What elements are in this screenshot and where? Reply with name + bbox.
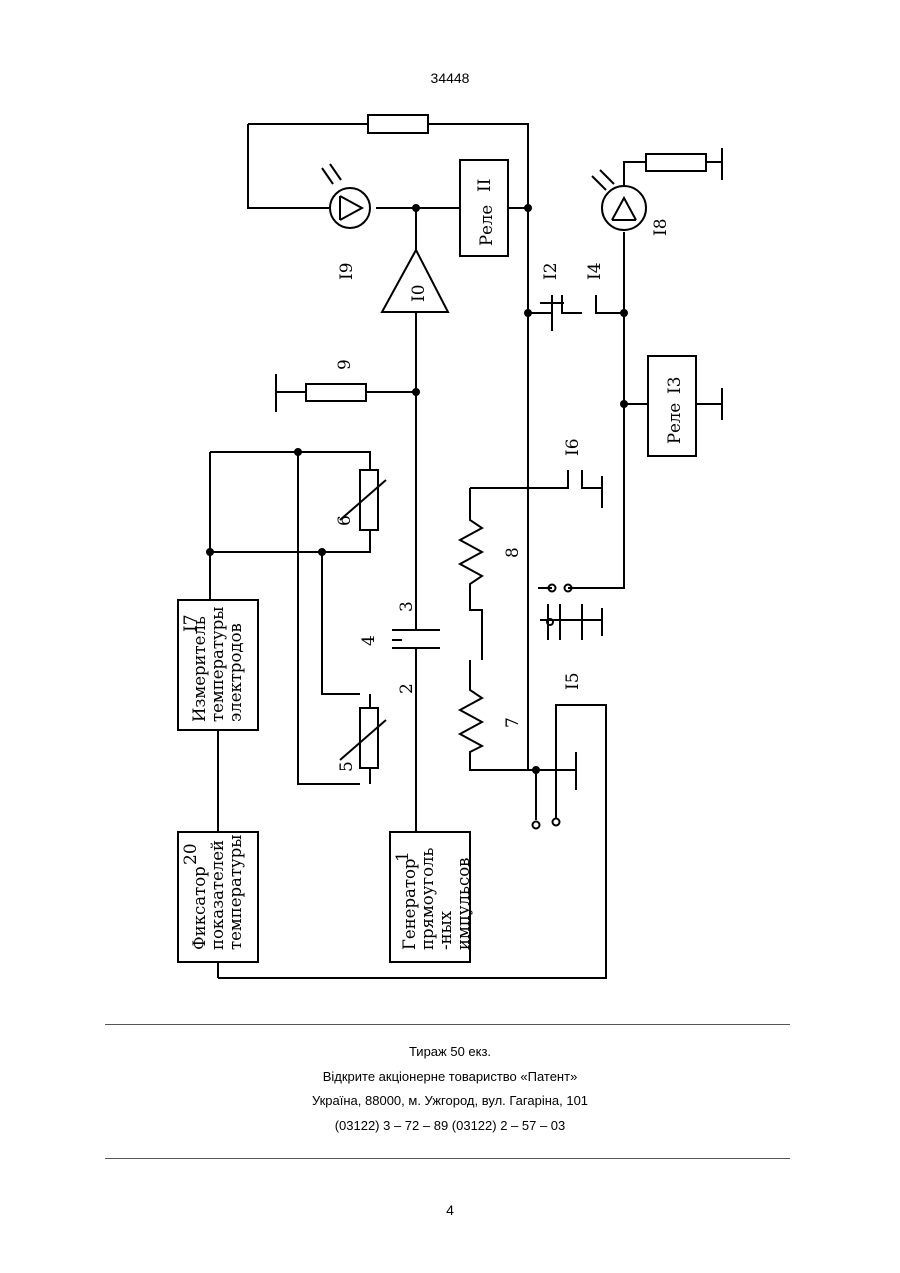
generator-line-4: импульсов	[454, 858, 473, 950]
fixator-line-1: Фиксатор	[190, 866, 209, 950]
ground-9	[276, 374, 306, 412]
meter-line-2: температуры	[208, 607, 227, 722]
node-dot	[319, 549, 325, 555]
resistor-top	[368, 115, 428, 133]
label-7: 7	[503, 717, 523, 728]
label-4: 4	[359, 635, 379, 646]
fixator-line-2: показателей	[208, 840, 227, 950]
label-9: 9	[335, 359, 355, 370]
divider-bottom	[105, 1158, 790, 1159]
node-dot	[295, 449, 301, 455]
relay-11-label: Реле	[477, 205, 496, 246]
terminal	[553, 819, 560, 826]
generator-line-2: прямоуголь	[418, 847, 437, 950]
generator-number: 1	[393, 851, 413, 862]
terminal	[533, 822, 540, 829]
fixator-line-3: температуры	[226, 835, 245, 950]
label-19: I9	[337, 262, 357, 280]
label-10: I0	[409, 284, 429, 302]
label-18: I8	[651, 218, 671, 236]
thermistor-5-arrow	[340, 720, 386, 760]
relay-13-number: I3	[665, 376, 685, 394]
label-16: I6	[563, 438, 583, 456]
label-5: 5	[337, 761, 357, 772]
divider-top	[105, 1024, 790, 1025]
label-14: I4	[585, 262, 605, 280]
generator-line-3: -ных	[436, 910, 455, 950]
node-dot	[207, 549, 213, 555]
publisher: Відкрите акціонерне товариство «Патент»	[0, 1065, 900, 1090]
phones: (03122) 3 – 72 – 89 (03122) 2 – 57 – 03	[0, 1114, 900, 1139]
relay-11-number: II	[475, 179, 495, 192]
label-15: I5	[563, 672, 583, 690]
meter-line-3: электродов	[226, 623, 245, 722]
address: Україна, 88000, м. Ужгород, вул. Гагарін…	[0, 1089, 900, 1114]
thermistor-6-arrow	[340, 480, 386, 520]
capacitor-plates	[392, 630, 440, 648]
circulation: Тираж 50 екз.	[0, 1040, 900, 1065]
wire-thermistor-frame	[210, 452, 370, 784]
generator-line-1: Генератор	[400, 859, 419, 950]
contact-12	[528, 295, 582, 331]
wire-top-loop	[248, 124, 528, 208]
led-18	[592, 170, 646, 230]
thermistor-5	[360, 708, 378, 768]
label-2: 2	[397, 683, 417, 694]
label-6: 6	[335, 515, 355, 526]
label-8: 8	[503, 547, 523, 558]
terminal	[547, 619, 553, 625]
resistor-9	[306, 384, 366, 401]
label-12: I2	[541, 262, 561, 280]
label-3: 3	[397, 601, 417, 612]
ground-13	[696, 388, 722, 420]
heater-7	[460, 660, 536, 770]
fixator-number: 20	[181, 843, 201, 865]
resistor-18	[646, 154, 706, 171]
colophon: Тираж 50 екз. Відкрите акціонерне товари…	[0, 1040, 900, 1138]
switch-15	[538, 588, 602, 640]
meter-number: I7	[181, 614, 201, 632]
led-19	[322, 164, 370, 228]
heater-8	[460, 470, 602, 660]
page-number: 4	[0, 1202, 900, 1218]
contact-14	[596, 295, 624, 313]
relay-13-label: Реле	[665, 403, 684, 444]
